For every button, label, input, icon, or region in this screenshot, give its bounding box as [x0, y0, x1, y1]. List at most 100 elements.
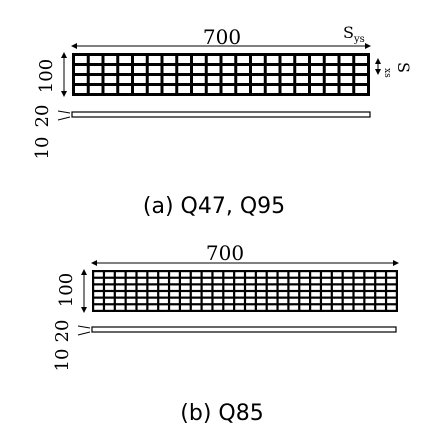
grid-opening [224, 298, 234, 304]
grid-opening [332, 272, 342, 277]
grid-opening [311, 86, 323, 93]
grid-opening [137, 272, 147, 277]
grid-opening [191, 305, 201, 310]
grid-opening [325, 76, 338, 83]
grid-opening [170, 305, 179, 310]
grid-opening [137, 292, 147, 297]
grid-opening [148, 66, 161, 73]
grid-opening [281, 86, 294, 93]
grid-opening [89, 76, 102, 83]
grid-opening [137, 298, 147, 304]
grid-opening [252, 56, 264, 63]
grid-opening [311, 272, 320, 277]
grid-opening [387, 298, 396, 304]
grid-opening [252, 66, 264, 73]
grid-opening [159, 278, 168, 284]
grid-opening [325, 86, 338, 93]
grid-opening [202, 272, 212, 277]
grid-opening [181, 292, 190, 297]
grid-opening [207, 76, 220, 83]
grid-opening [148, 272, 158, 277]
grid-opening [332, 298, 342, 304]
plate-side-view-a [71, 111, 371, 118]
grid-opening [104, 76, 117, 83]
grid-opening [365, 285, 375, 290]
grid-opening [207, 66, 220, 73]
grid-opening [246, 292, 255, 297]
grid-opening [105, 272, 114, 277]
grid-opening [202, 298, 212, 304]
grid-opening [235, 292, 244, 297]
grid-opening [322, 278, 331, 284]
grid-opening [163, 86, 176, 93]
grid-opening [94, 278, 103, 284]
grid-opening [325, 66, 338, 73]
grid-opening [343, 285, 353, 290]
grid-opening [202, 285, 212, 290]
grid-opening [94, 305, 103, 310]
grid-opening [332, 278, 342, 284]
grid-opening [365, 305, 375, 310]
grid-opening [311, 66, 323, 73]
grid-opening [354, 285, 364, 290]
grid-opening [289, 292, 299, 297]
grid-opening [278, 278, 288, 284]
grid-opening [163, 76, 176, 83]
grid-opening [355, 76, 367, 83]
grid-opening [266, 86, 279, 93]
grid-opening [311, 285, 320, 290]
grid-opening [296, 76, 308, 83]
grid-opening [266, 56, 279, 63]
grid-opening [126, 298, 136, 304]
grid-opening [105, 305, 114, 310]
grid-opening [170, 278, 179, 284]
grid-opening [148, 278, 158, 284]
caption-b: (b) Q85 [180, 401, 263, 426]
grid-opening [289, 285, 299, 290]
grid-opening [311, 292, 320, 297]
grid-opening [237, 66, 249, 73]
grid-opening [94, 285, 103, 290]
grid-opening [235, 305, 244, 310]
grid-opening [207, 86, 220, 93]
grid-opening [256, 305, 266, 310]
grid-opening [237, 86, 249, 93]
grid-opening [75, 86, 87, 93]
thickness-label-20-a: 20 [32, 105, 53, 128]
grid-opening [322, 285, 331, 290]
grid-opening [289, 272, 299, 277]
grid-opening [89, 66, 102, 73]
thickness-leader-2-b [77, 331, 91, 336]
grid-opening [213, 292, 223, 297]
grid-opening [119, 56, 131, 63]
grid-opening [119, 76, 131, 83]
grid-opening [267, 278, 277, 284]
grid-opening [202, 305, 212, 310]
grid-opening [222, 86, 235, 93]
grid-opening [193, 76, 205, 83]
grid-opening [181, 305, 190, 310]
grid-opening [207, 56, 220, 63]
grid-opening [170, 298, 179, 304]
grid-opening [137, 278, 147, 284]
grid-opening [115, 298, 125, 304]
grid-opening [235, 285, 244, 290]
thickness-label-10-a: 10 [32, 137, 53, 160]
grid-opening [159, 285, 168, 290]
grid-opening [376, 292, 385, 297]
plate-side-view-b [91, 326, 397, 333]
grid-opening [289, 278, 299, 284]
grid-opening [213, 305, 223, 310]
grid-opening [224, 278, 234, 284]
spacing-label-y-a: Sys [343, 23, 365, 45]
grid-opening [278, 305, 288, 310]
grid-opening [115, 278, 125, 284]
thickness-leader-2-a [57, 116, 71, 121]
grid-opening [193, 56, 205, 63]
grid-opening [148, 86, 161, 93]
grid-opening [119, 86, 131, 93]
grid-opening [246, 298, 255, 304]
grid-opening [159, 305, 168, 310]
grid-opening [178, 76, 190, 83]
